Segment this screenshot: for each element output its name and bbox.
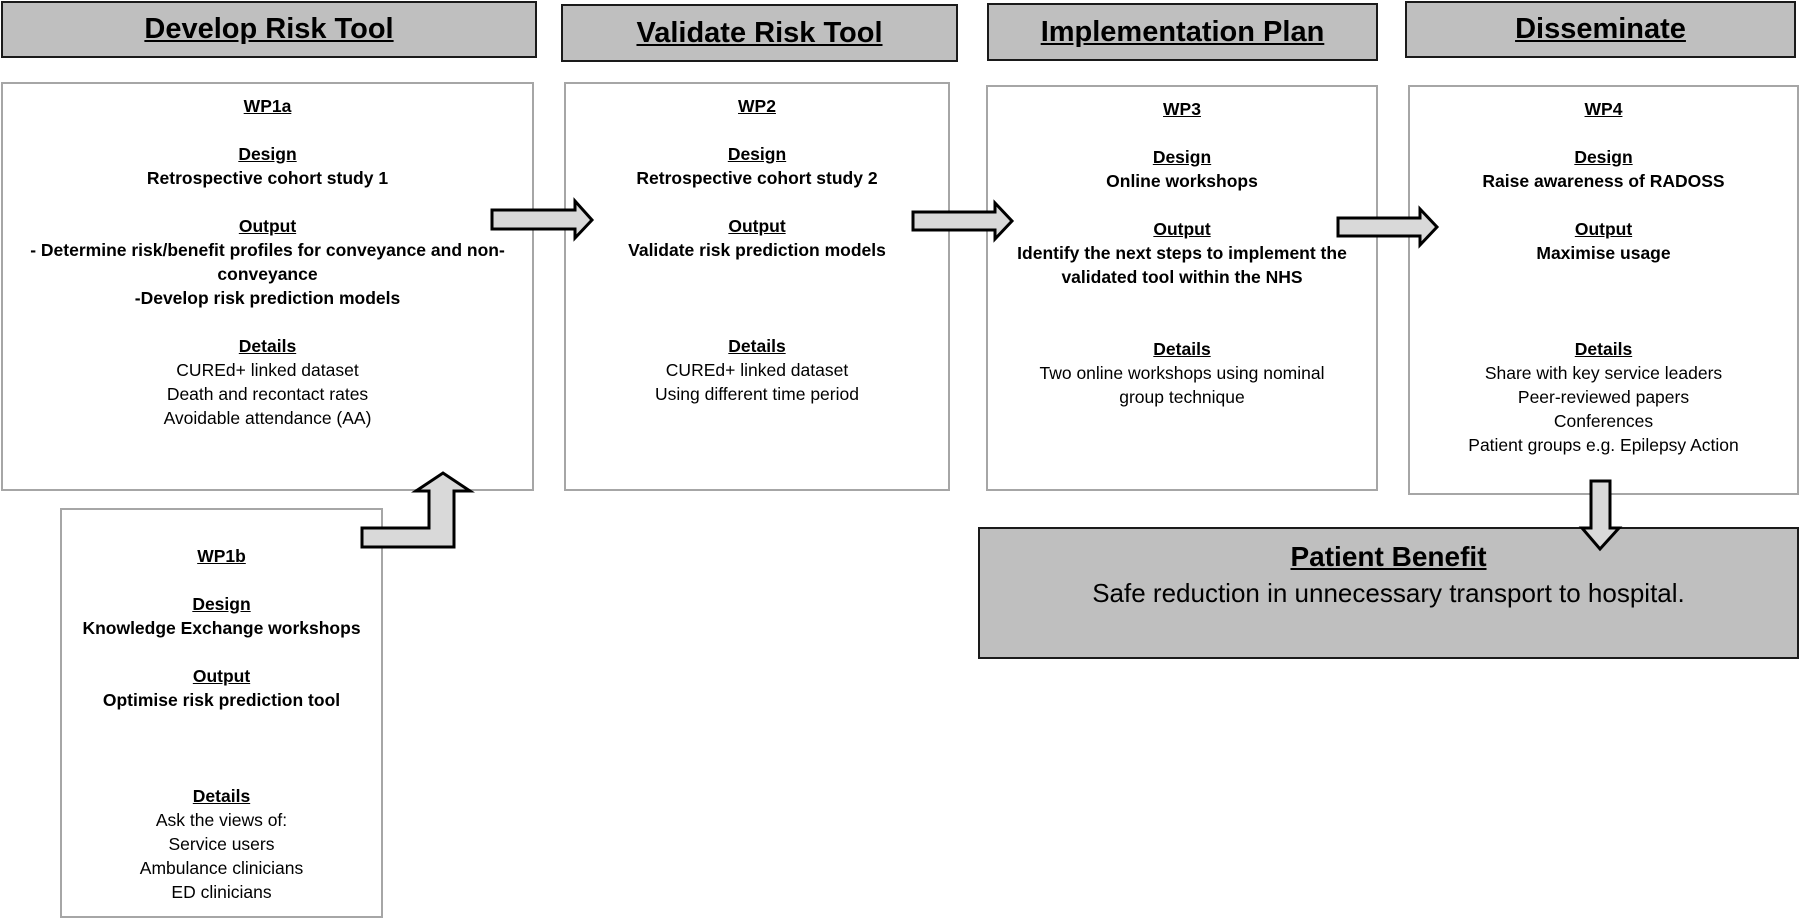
wp1a-details-line: Death and recontact rates: [166, 384, 369, 404]
wp1a-details-label: Details: [238, 336, 297, 356]
wp1b-output-label: Output: [192, 666, 251, 686]
header-develop-risk-tool: Develop Risk Tool: [1, 1, 537, 58]
header-disseminate: Disseminate: [1405, 1, 1796, 58]
wp1b-details-line: ED clinicians: [171, 882, 272, 902]
wp1a-output-label: Output: [238, 216, 297, 236]
patient-benefit-box: Patient Benefit Safe reduction in unnece…: [978, 527, 1799, 659]
wp4-design: Raise awareness of RADOSS: [1482, 171, 1725, 191]
wp1a-design-label: Design: [238, 144, 297, 164]
wp4-details-label: Details: [1574, 339, 1633, 359]
wp1a-details-line: CUREd+ linked dataset: [176, 360, 359, 380]
wp1b-details-line: Service users: [168, 834, 275, 854]
wp1b-details-line: Ambulance clinicians: [139, 858, 304, 878]
wp1b-output: Optimise risk prediction tool: [102, 690, 341, 710]
wp3-details-line: group technique: [1119, 387, 1245, 407]
wp3-design-label: Design: [1152, 147, 1212, 167]
wp4-output-label: Output: [1574, 219, 1633, 239]
wp1a-output-line: conveyance: [217, 264, 318, 284]
wp1a-details-line: Avoidable attendance (AA): [163, 408, 372, 428]
wp2-title: WP2: [738, 96, 776, 116]
wp2-design-label: Design: [727, 144, 787, 164]
patient-benefit-title: Patient Benefit: [1290, 541, 1487, 572]
wp2-details-line: Using different time period: [655, 384, 859, 404]
wp4-design-label: Design: [1574, 147, 1633, 167]
wp1b-design-label: Design: [192, 594, 251, 614]
patient-benefit-text: Safe reduction in unnecessary transport …: [1092, 578, 1685, 608]
wp1a-output-line: -Develop risk prediction models: [134, 288, 401, 308]
wp1b-box: WP1b Design Knowledge Exchange workshops…: [60, 508, 383, 918]
arrow-wp3-to-wp4: [1336, 205, 1440, 249]
wp1b-details-line: Ask the views of:: [155, 810, 288, 830]
arrow-wp1b-to-wp2: [360, 471, 475, 549]
wp1a-title: WP1a: [243, 96, 292, 116]
wp2-details-line: CUREd+ linked dataset: [665, 360, 849, 380]
wp1a-box: WP1a Design Retrospective cohort study 1…: [1, 82, 534, 491]
wp3-box: WP3 Design Online workshops Output Ident…: [986, 85, 1378, 491]
wp2-output: Validate risk prediction models: [628, 240, 886, 260]
wp1a-design: Retrospective cohort study 1: [146, 168, 389, 188]
wp4-details-line: Patient groups e.g. Epilepsy Action: [1468, 435, 1739, 455]
header-validate-risk-tool: Validate Risk Tool: [561, 4, 958, 62]
wp4-details-line: Share with key service leaders: [1484, 363, 1723, 383]
wp3-output-label: Output: [1153, 219, 1211, 239]
wp2-output-label: Output: [728, 216, 786, 236]
wp1b-details-label: Details: [192, 786, 251, 806]
wp2-design: Retrospective cohort study 2: [636, 168, 878, 188]
wp1b-design: Knowledge Exchange workshops: [82, 618, 361, 638]
arrow-wp4-to-benefit: [1578, 479, 1623, 552]
wp1b-title: WP1b: [197, 546, 246, 566]
wp3-details-label: Details: [1153, 339, 1211, 359]
wp3-design: Online workshops: [1106, 171, 1258, 191]
wp4-output: Maximise usage: [1536, 243, 1671, 263]
wp3-output-line: Identify the next steps to implement the: [1017, 243, 1347, 263]
wp4-details-line: Conferences: [1553, 411, 1654, 431]
arrow-wp1a-to-wp2: [490, 197, 595, 242]
arrow-wp2-to-wp3: [911, 199, 1015, 243]
wp2-details-label: Details: [728, 336, 786, 356]
wp3-details-line: Two online workshops using nominal: [1039, 363, 1325, 383]
wp4-title: WP4: [1584, 99, 1623, 119]
wp3-title: WP3: [1163, 99, 1201, 119]
wp1a-output-line: - Determine risk/benefit profiles for co…: [30, 240, 505, 260]
wp2-box: WP2 Design Retrospective cohort study 2 …: [564, 82, 950, 491]
wp4-box: WP4 Design Raise awareness of RADOSS Out…: [1408, 85, 1799, 495]
header-implementation-plan: Implementation Plan: [987, 3, 1378, 61]
wp4-details-line: Peer-reviewed papers: [1517, 387, 1690, 407]
wp3-output-line: validated tool within the NHS: [1061, 267, 1303, 287]
